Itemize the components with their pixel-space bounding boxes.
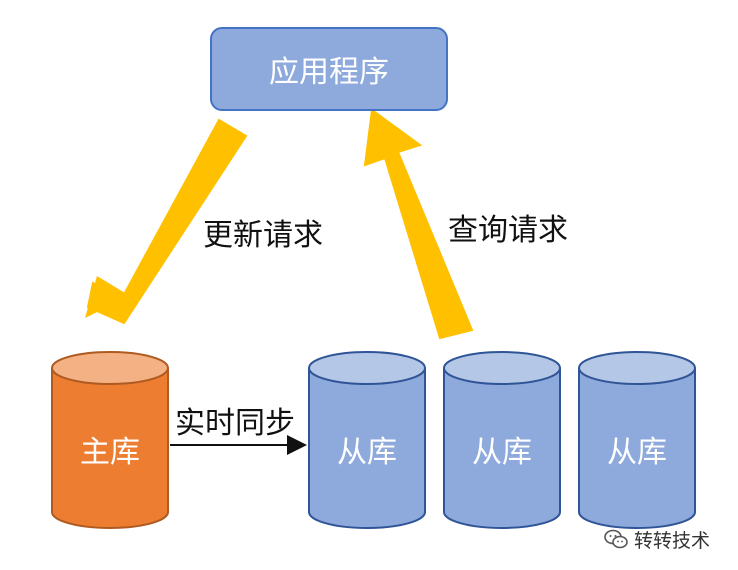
application-label: 应用程序 <box>269 55 389 90</box>
watermark: 转转技术 <box>604 526 710 552</box>
slave-db-label-2: 从库 <box>472 435 532 470</box>
update-request-arrow-head <box>85 276 130 318</box>
watermark-text: 转转技术 <box>634 529 711 552</box>
slave-db-cylinder-2 <box>443 351 561 529</box>
wechat-icon <box>604 529 628 549</box>
slave-db-label-3: 从库 <box>607 435 667 470</box>
slave-db-cylinder-3 <box>578 351 696 529</box>
update-request-label: 更新请求 <box>203 218 323 253</box>
master-db-cylinder <box>51 351 169 529</box>
sync-label: 实时同步 <box>175 406 295 441</box>
slave-db-label-1: 从库 <box>337 435 397 470</box>
query-request-label: 查询请求 <box>448 213 568 248</box>
master-db-label: 主库 <box>80 435 140 470</box>
application-box: 应用程序 <box>210 27 448 111</box>
query-request-arrow <box>363 108 474 340</box>
slave-db-cylinder-1 <box>308 351 426 529</box>
